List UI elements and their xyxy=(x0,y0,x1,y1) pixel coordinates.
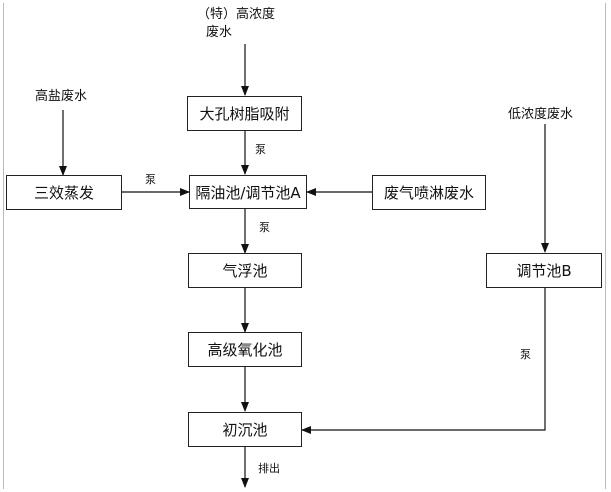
input-special-high-concentration-line2: 废水 xyxy=(206,25,233,40)
input-low-concentration-wastewater: 低浓度废水 xyxy=(508,107,574,122)
label-pump-after-oil-separation: 泵 xyxy=(259,221,270,234)
node-regulating-tank-b: 调节池B xyxy=(486,253,602,288)
node-triple-effect-evaporation: 三效蒸发 xyxy=(6,175,122,210)
node-air-flotation-tank: 气浮池 xyxy=(188,253,302,288)
label-discharge: 排出 xyxy=(258,462,280,475)
node-primary-sedimentation-tank: 初沉池 xyxy=(188,412,302,447)
node-exhaust-spray-wastewater: 废气喷淋废水 xyxy=(372,175,486,210)
page-frame xyxy=(3,3,606,489)
label-pump-after-evaporation: 泵 xyxy=(145,173,156,186)
node-macroporous-resin-adsorption: 大孔树脂吸附 xyxy=(187,96,302,131)
node-advanced-oxidation-tank: 高级氧化池 xyxy=(188,332,302,367)
arrow-b-to-sedimentation xyxy=(301,288,546,434)
label-pump-after-resin: 泵 xyxy=(255,143,266,156)
node-oil-separation-regulating-tank-a: 隔油池/调节池A xyxy=(189,175,307,209)
input-high-salt-wastewater: 高盐废水 xyxy=(35,89,88,104)
input-special-high-concentration-line1: （特）高浓度 xyxy=(197,7,276,22)
label-pump-after-tank-b: 泵 xyxy=(520,348,531,361)
